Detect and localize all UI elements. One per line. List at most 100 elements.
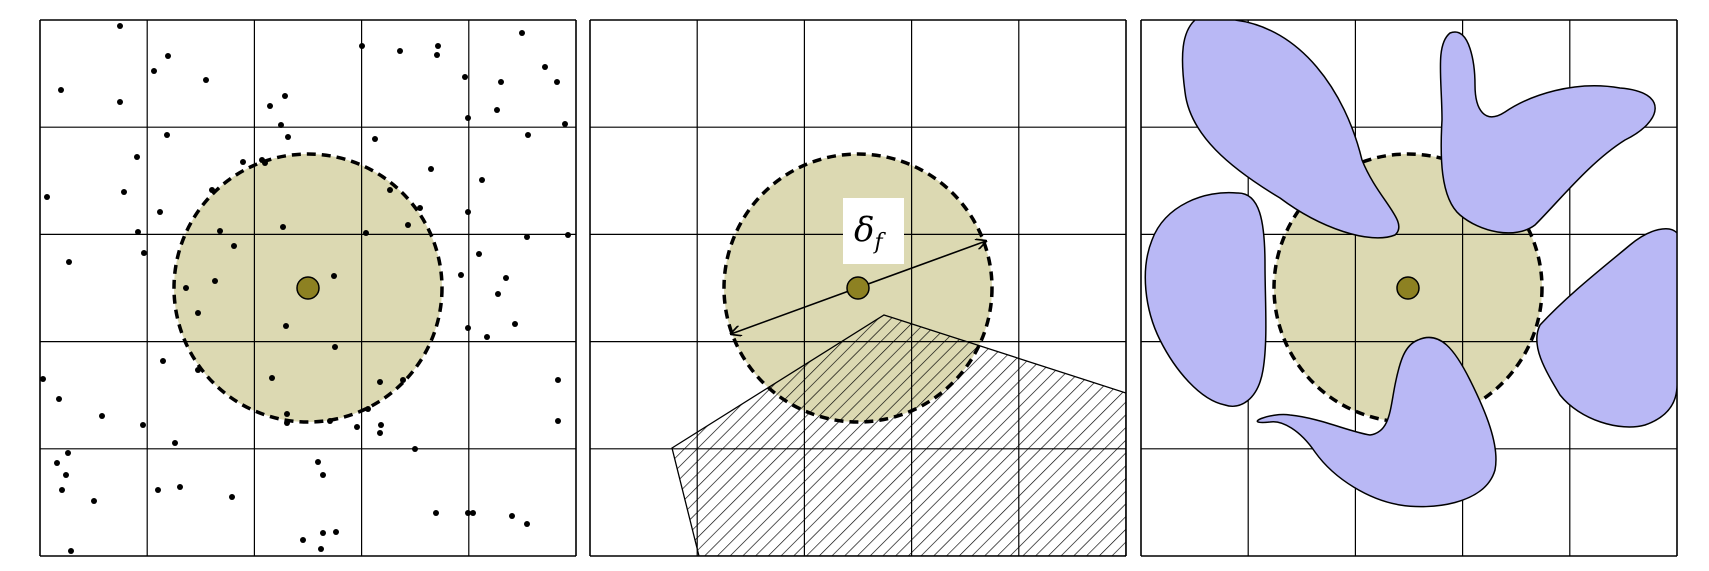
- scatter-point: [183, 285, 189, 291]
- scatter-point: [465, 115, 471, 121]
- scatter-point: [484, 334, 490, 340]
- scatter-point: [141, 250, 147, 256]
- scatter-point: [400, 377, 406, 383]
- scatter-point: [555, 418, 561, 424]
- scatter-point: [135, 229, 141, 235]
- center-point: [296, 276, 320, 300]
- scatter-point: [284, 411, 290, 417]
- scatter-point: [332, 344, 338, 350]
- scatter-point: [397, 48, 403, 54]
- scatter-point: [195, 310, 201, 316]
- scatter-point: [565, 232, 571, 238]
- scatter-point: [555, 377, 561, 383]
- blob-obstacle: [1181, 20, 1400, 239]
- grid: [39, 19, 577, 557]
- scatter-point: [524, 521, 530, 527]
- scatter-point: [363, 230, 369, 236]
- scatter-point: [458, 272, 464, 278]
- center-point: [846, 276, 870, 300]
- scatter-point: [283, 323, 289, 329]
- scatter-point: [134, 154, 140, 160]
- scatter-point: [54, 460, 60, 466]
- scatter-point: [231, 243, 237, 249]
- scatter-point: [282, 93, 288, 99]
- delta-label-box: [843, 198, 904, 264]
- blob-obstacles-panel: [1140, 19, 1678, 557]
- scatter-point: [203, 77, 209, 83]
- scatter-point: [378, 422, 384, 428]
- scatter-point: [435, 43, 441, 49]
- scatter-point: [509, 513, 515, 519]
- scatter-point: [59, 487, 65, 493]
- grid: [589, 19, 1127, 557]
- scatter-point: [267, 103, 273, 109]
- scatter-point: [65, 450, 71, 456]
- scatter-point: [99, 413, 105, 419]
- scatter-point: [542, 64, 548, 70]
- scatter-point: [140, 422, 146, 428]
- blob-obstacle: [1439, 31, 1656, 234]
- scatter-point: [320, 530, 326, 536]
- scatter-point: [151, 68, 157, 74]
- scatter-point: [157, 209, 163, 215]
- scatter-point: [117, 99, 123, 105]
- scatter-point: [195, 367, 201, 373]
- scatter-point: [333, 529, 339, 535]
- scatter-point: [372, 136, 378, 142]
- scatter-point: [412, 446, 418, 452]
- scatter-point: [262, 160, 268, 166]
- scatter-point: [212, 278, 218, 284]
- scatter-point: [121, 189, 127, 195]
- scatter-point: [554, 79, 560, 85]
- scatter-point: [465, 510, 471, 516]
- scatter-point: [503, 275, 509, 281]
- scatter-point: [377, 430, 383, 436]
- scatter-point: [320, 472, 326, 478]
- scatter-point: [377, 379, 383, 385]
- scatter-point: [278, 122, 284, 128]
- scatter-point: [58, 87, 64, 93]
- center-point: [1396, 276, 1420, 300]
- blob-obstacle: [1256, 336, 1497, 508]
- scatter-point: [40, 376, 46, 382]
- scatter-point: [285, 134, 291, 140]
- hatched-obstacle: [671, 314, 1126, 556]
- scatter-point: [91, 498, 97, 504]
- scatter-point: [562, 121, 568, 127]
- scatter-point: [160, 358, 166, 364]
- scatter-point: [155, 487, 161, 493]
- scatter-point: [465, 209, 471, 215]
- scatter-point: [331, 273, 337, 279]
- point-cloud-panel: [39, 19, 577, 557]
- scatter-point: [229, 494, 235, 500]
- scatter-point: [433, 510, 439, 516]
- scatter-point: [315, 459, 321, 465]
- scatter-point: [495, 291, 501, 297]
- scatter-point: [240, 159, 246, 165]
- scatter-point: [512, 321, 518, 327]
- blob-obstacle: [1144, 191, 1267, 407]
- scatter-point: [405, 222, 411, 228]
- scatter-point: [66, 259, 72, 265]
- scatter-point: [280, 224, 286, 230]
- scatter-point: [269, 375, 275, 381]
- scatter-point: [387, 187, 393, 193]
- point-cloud: [40, 23, 571, 554]
- scatter-point: [519, 30, 525, 36]
- scatter-point: [56, 396, 62, 402]
- scatter-point: [465, 325, 471, 331]
- scatter-point: [177, 484, 183, 490]
- scatter-point: [172, 440, 178, 446]
- scatter-point: [462, 74, 468, 80]
- scatter-point: [524, 234, 530, 240]
- scatter-point: [470, 510, 476, 516]
- scatter-point: [354, 424, 360, 430]
- scatter-point: [479, 177, 485, 183]
- scatter-point: [318, 546, 324, 552]
- scatter-point: [44, 194, 50, 200]
- scatter-point: [494, 107, 500, 113]
- scatter-point: [365, 406, 371, 412]
- scatter-point: [68, 548, 74, 554]
- scatter-point: [476, 251, 482, 257]
- scatter-point: [209, 187, 215, 193]
